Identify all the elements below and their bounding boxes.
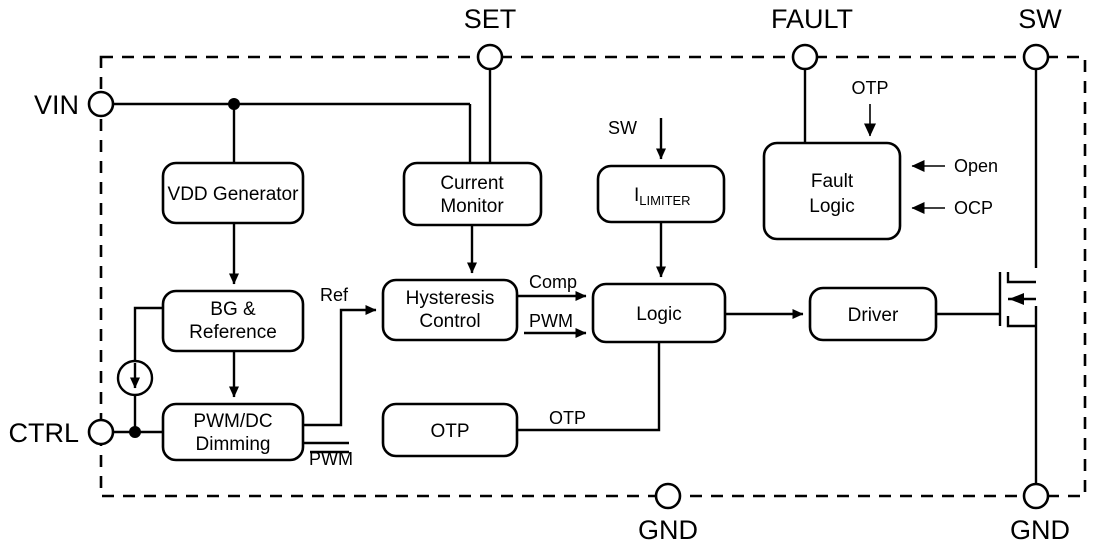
signal-label-pwm-dimming: PWM [309, 449, 353, 469]
nmos-source-seg [1006, 316, 1036, 328]
block-label-hysteresis-line2: Control [419, 311, 480, 332]
block-label-current-monitor-line2: Monitor [440, 196, 504, 217]
block-label-i-limiter: ILIMITER [634, 185, 691, 208]
block-bg-reference[interactable]: BG & Reference [161, 289, 305, 353]
functional-blocks: VDD Generator Current Monitor ILIMITER F… [161, 141, 938, 462]
signal-label-otp-fault: OTP [851, 78, 888, 98]
current-source-symbol [116, 359, 154, 397]
pin-label-ctrl: CTRL [8, 418, 79, 448]
node-ctrl-branch [129, 426, 141, 438]
power-nmos-transistor [998, 272, 1036, 328]
signal-label-comp: Comp [529, 272, 577, 292]
block-driver[interactable]: Driver [808, 286, 938, 342]
pin-fault[interactable]: FAULT [771, 4, 853, 71]
signal-label-otp-logic: OTP [549, 408, 586, 428]
node-vin-branch [228, 98, 240, 110]
block-label-driver: Driver [848, 305, 899, 326]
pin-gnd-right[interactable]: GND [1010, 482, 1070, 545]
i-limiter-subscript: LIMITER [639, 193, 690, 208]
block-logic[interactable]: Logic [591, 282, 727, 344]
ic-boundary [99, 55, 1087, 498]
signal-label-sw-ilimiter: SW [608, 118, 637, 138]
block-label-dimming-line1: PWM/DC [193, 411, 272, 432]
signal-label-pwm-logic: PWM [529, 311, 573, 331]
pin-ctrl[interactable]: CTRL [8, 418, 115, 448]
block-i-limiter[interactable]: ILIMITER [596, 164, 726, 224]
block-label-bg-reference-line2: Reference [189, 322, 277, 343]
wire-bgref-currentsource [133, 306, 163, 361]
pin-vin[interactable]: VIN [34, 90, 115, 120]
wiring-network [113, 69, 1038, 496]
signal-label-open: Open [954, 156, 998, 176]
i-limiter-base: I [634, 185, 639, 206]
signal-label-ref: Ref [320, 285, 349, 305]
block-label-fault-logic-line2: Logic [809, 196, 854, 217]
pin-label-gnd-right: GND [1010, 515, 1070, 545]
block-current-monitor[interactable]: Current Monitor [402, 161, 543, 227]
block-vdd-generator[interactable]: VDD Generator [161, 161, 305, 225]
pin-terminals: VIN SET FAULT SW CTRL GND GND [8, 4, 1070, 545]
pin-gnd-left[interactable]: GND [638, 482, 698, 545]
pin-label-vin: VIN [34, 90, 79, 120]
block-fault-logic[interactable]: Fault Logic [762, 141, 902, 241]
block-otp[interactable]: OTP [381, 402, 519, 458]
signal-labels: SW OTP Open OCP Ref Comp PWM PWM OTP [309, 78, 998, 469]
wire-otpblock-logic [517, 342, 661, 432]
wire-dimming-ref-hysteresis [303, 305, 377, 427]
block-label-hysteresis-line1: Hysteresis [406, 288, 495, 309]
block-label-bg-reference-line1: BG & [210, 299, 256, 320]
block-label-dimming-line2: Dimming [196, 434, 271, 455]
pin-label-gnd-left: GND [638, 515, 698, 545]
block-label-fault-logic-line1: Fault [811, 171, 854, 192]
block-hysteresis-control[interactable]: Hysteresis Control [381, 278, 519, 342]
block-label-current-monitor-line1: Current [440, 173, 504, 194]
pin-set[interactable]: SET [464, 4, 517, 71]
signal-label-ocp: OCP [954, 198, 993, 218]
pin-label-set: SET [464, 4, 517, 34]
pin-label-sw: SW [1018, 4, 1062, 34]
nmos-body-arrow [1009, 293, 1024, 305]
block-label-vdd-generator: VDD Generator [168, 184, 300, 205]
pin-label-fault: FAULT [771, 4, 853, 34]
block-label-otp: OTP [430, 421, 469, 442]
pin-sw[interactable]: SW [1018, 4, 1062, 71]
block-label-logic: Logic [636, 304, 681, 325]
block-pwm-dc-dimming[interactable]: PWM/DC Dimming [161, 402, 305, 462]
nmos-drain-seg [1006, 272, 1036, 284]
